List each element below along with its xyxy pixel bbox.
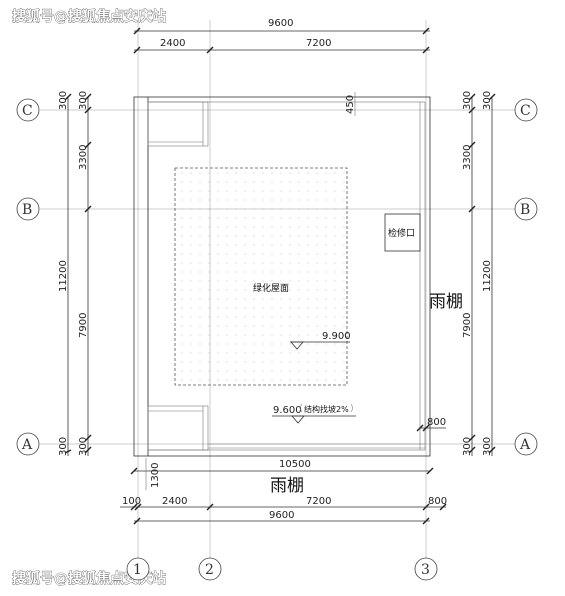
dim-450-text: 450: [345, 95, 356, 114]
dim-bottom-total: 9600: [269, 510, 294, 521]
canopy-right-label: 雨棚: [429, 292, 463, 312]
dim-bottom-7200: 7200: [306, 496, 331, 507]
dim-right-300a: 300: [462, 91, 473, 110]
dim-left-300c: 300: [58, 437, 69, 456]
inspection-hatch-label: 检修口: [388, 227, 415, 239]
axis-label-3: 3: [421, 562, 430, 578]
dim-right-300c: 300: [462, 437, 473, 456]
dim-left-300d: 300: [78, 437, 89, 456]
elev-9900-text: 9.900: [322, 331, 351, 342]
elevation-9900: 9.900: [290, 331, 351, 350]
bottom-dimensions: 10500 1300 100 2400 7200 800 9600: [120, 458, 447, 525]
dim-bottom-overall: 10500: [279, 459, 311, 470]
dim-right-300b: 300: [482, 91, 493, 110]
dim-bottom-800: 800: [428, 496, 447, 507]
axis-bubbles: C C B B A A 1 2 3: [16, 98, 538, 581]
dim-right-11200: 11200: [482, 260, 493, 292]
axis-label-a-left: A: [21, 437, 33, 453]
axis-bubble-2: [198, 557, 222, 581]
elevation-9600: 9.600 结构找坡2%: [272, 403, 356, 424]
canopy-bottom-label: 雨棚: [270, 476, 304, 496]
dim-right-3300: 3300: [462, 145, 473, 170]
dim-right-300d: 300: [482, 437, 493, 456]
axis-label-a-right: A: [519, 437, 531, 453]
dim-bottom-100: 100: [122, 496, 141, 507]
watermark-bottom: 搜狐号@搜狐焦点安庆站: [12, 570, 166, 587]
left-dimensions: 300 300 3300 11200 7900 300 300: [58, 91, 92, 456]
grid-axis-lines: [40, 20, 515, 560]
axis-bubble-a-left: [16, 432, 40, 456]
axis-bubble-c-left: [16, 98, 40, 122]
axis-label-c-right: C: [520, 103, 531, 119]
dim-top-left: 2400: [160, 38, 185, 49]
dim-left-3300: 3300: [78, 145, 89, 170]
dim-800-inner: 800: [416, 417, 446, 432]
dim-top-total: 9600: [268, 18, 293, 29]
dim-left-11200: 11200: [58, 260, 69, 292]
dim-top-right: 7200: [306, 38, 331, 49]
dim-left-300a: 300: [58, 91, 69, 110]
elev-9600-text: 9.600: [273, 405, 302, 416]
dim-450: 450: [345, 92, 356, 116]
axis-label-b-right: B: [520, 202, 530, 218]
dim-bottom-1300: 1300: [150, 463, 161, 488]
axis-bubble-b-right: [514, 197, 538, 221]
axis-label-c-left: C: [22, 103, 33, 119]
inspection-hatch: 检修口: [384, 213, 421, 252]
axis-bubble-b-left: [16, 197, 40, 221]
axis-label-2: 2: [205, 562, 214, 578]
axis-bubble-c-right: [514, 98, 538, 122]
dim-left-7900: 7900: [78, 313, 89, 338]
axis-label-b-left: B: [22, 202, 32, 218]
green-roof-label: 绿化屋面: [253, 282, 289, 294]
dim-800-inner-text: 800: [427, 417, 446, 428]
axis-bubble-3: [414, 557, 438, 581]
green-roof-zone: 绿化屋面: [174, 167, 348, 386]
watermark-top: 搜狐号@搜狐焦点安庆站: [12, 8, 166, 25]
dim-left-300b: 300: [78, 91, 89, 110]
dim-right-7900: 7900: [462, 313, 473, 338]
axis-bubble-1: [126, 557, 150, 581]
right-dimensions: 300 300 3300 7900 11200 300 300: [462, 91, 496, 456]
axis-bubble-a-right: [514, 432, 538, 456]
dim-bottom-2400: 2400: [162, 496, 187, 507]
top-dimensions: 9600 2400 7200: [133, 18, 430, 54]
axis-label-1: 1: [133, 562, 142, 578]
slope-note: 结构找坡2%: [304, 404, 349, 414]
roof-outline: [133, 96, 431, 457]
